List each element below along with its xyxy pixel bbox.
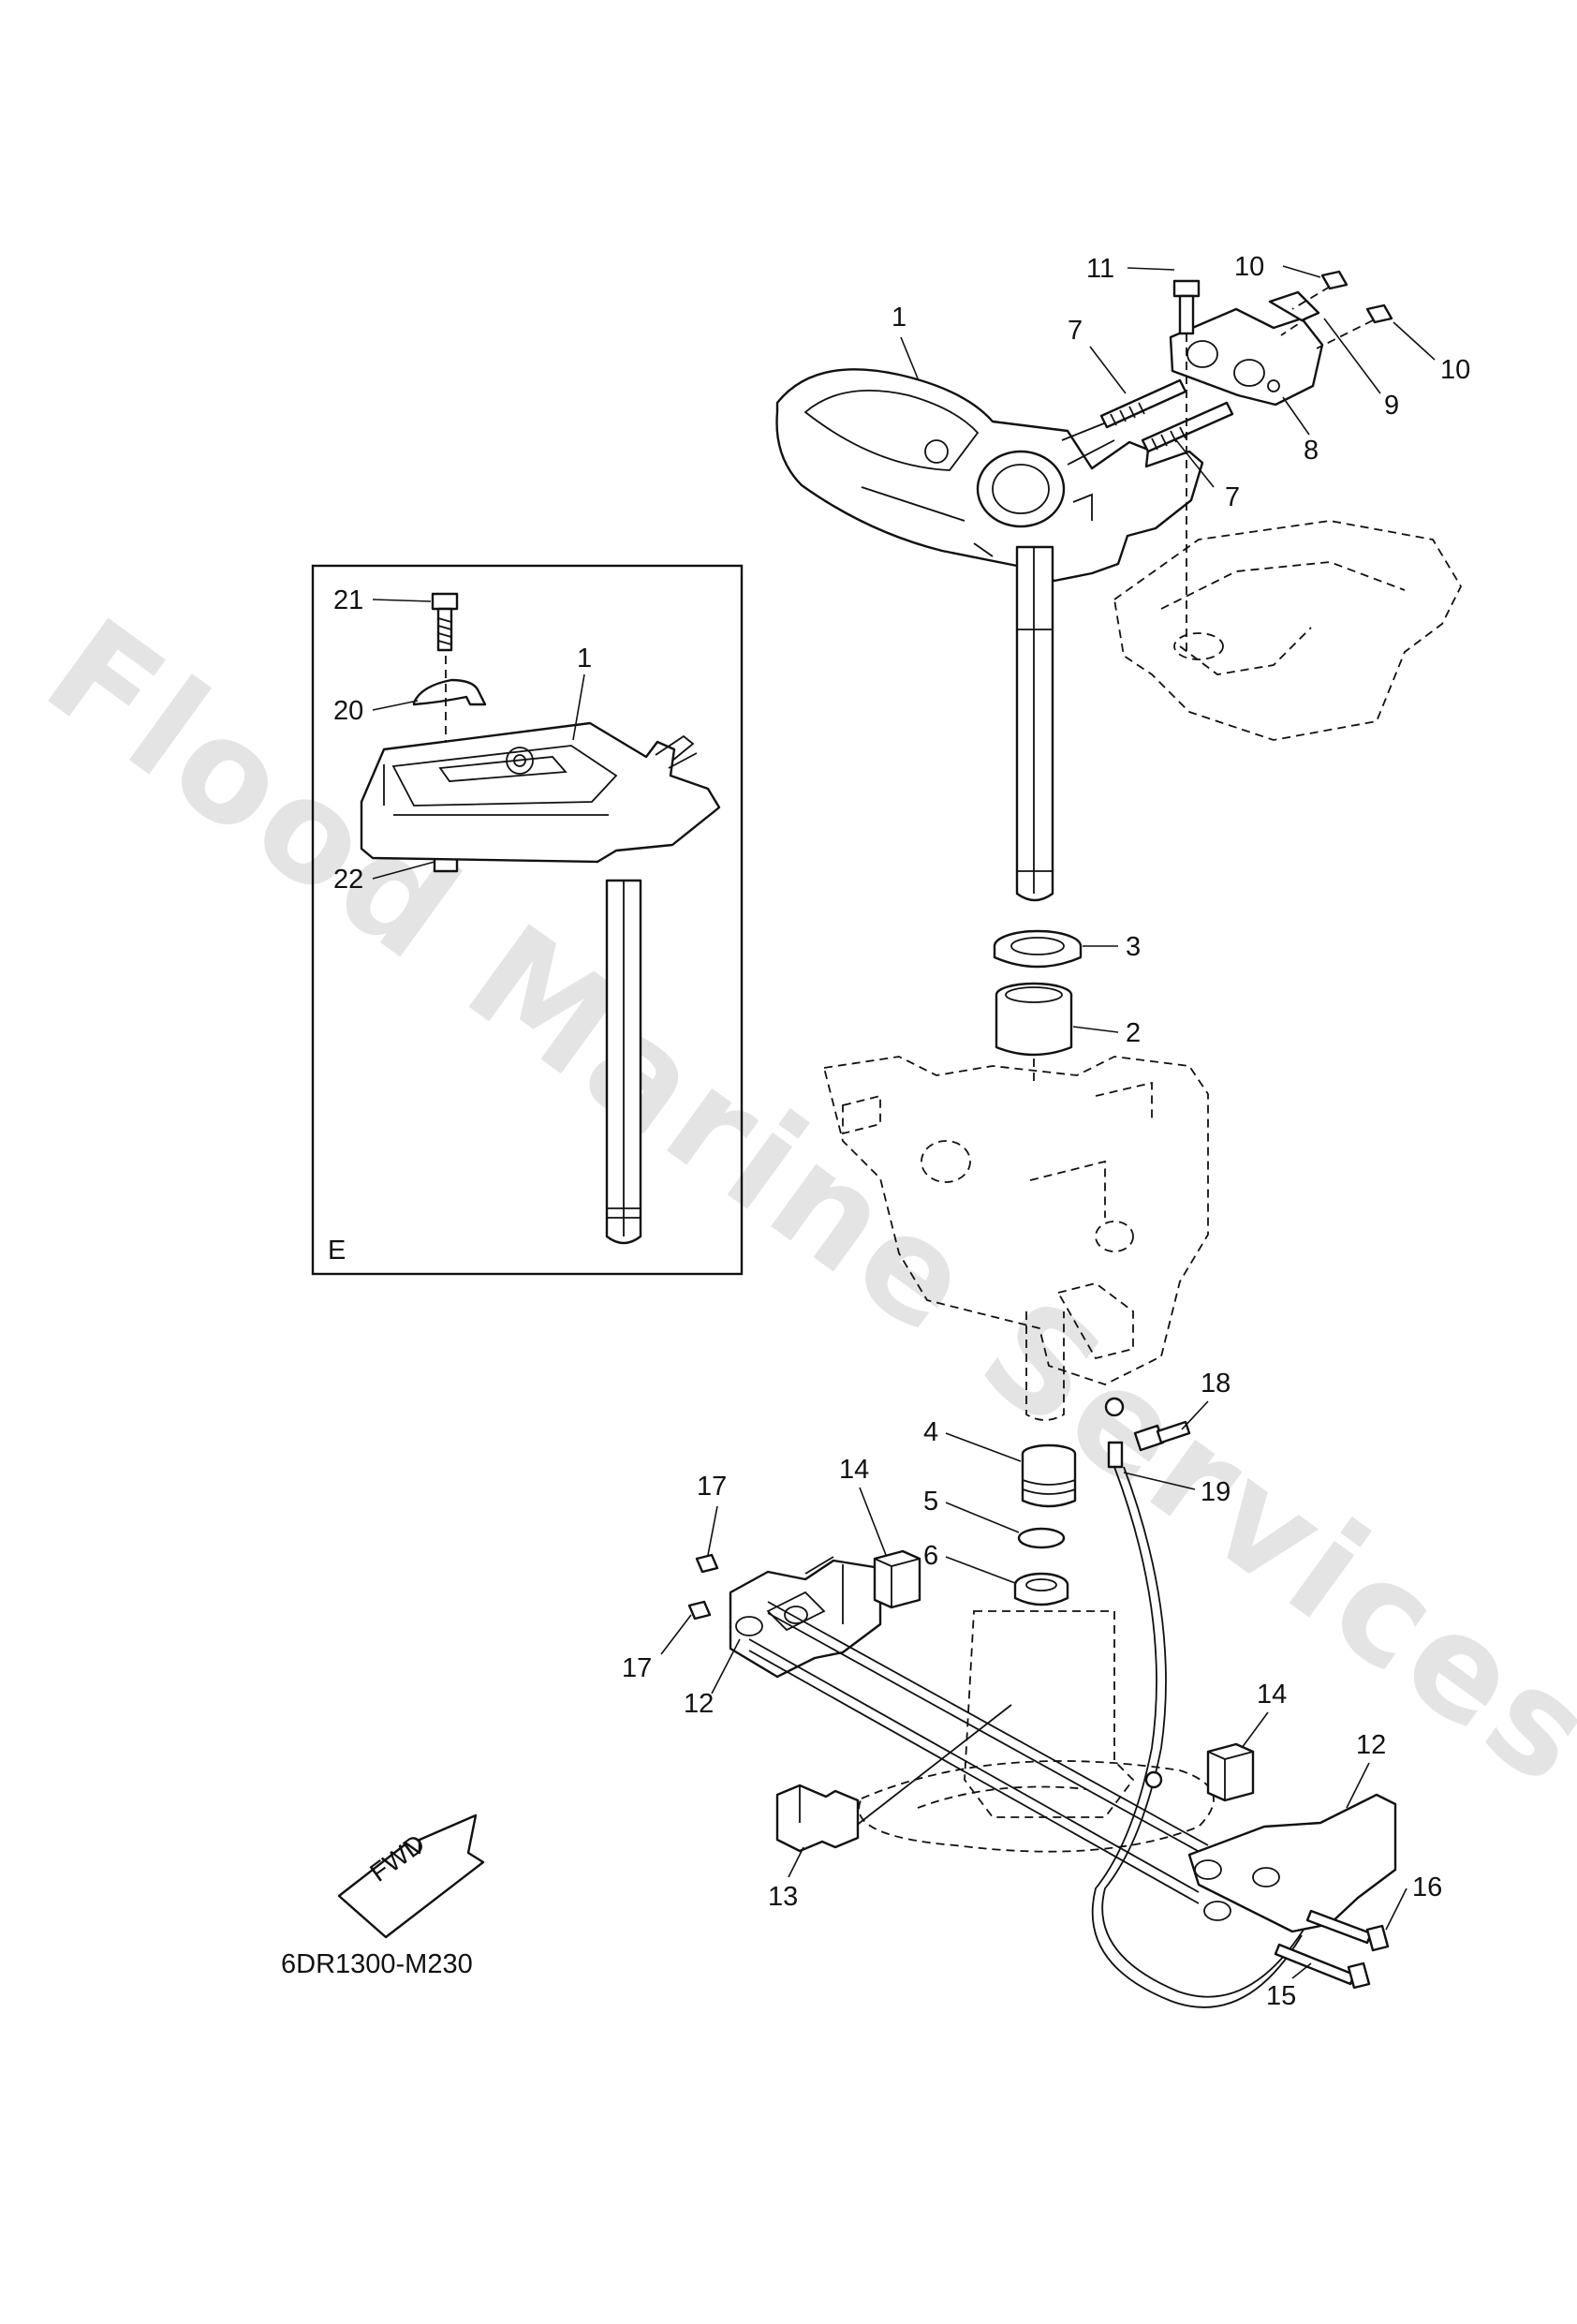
ground-lead-19	[1091, 1397, 1304, 2008]
callout-1: 1	[892, 303, 906, 333]
steering-bracket-inset	[360, 721, 721, 864]
plate-9	[1268, 290, 1320, 322]
callout-9: 9	[1384, 391, 1399, 421]
clamp-12-right	[1187, 1793, 1397, 1933]
callout-22: 22	[333, 865, 363, 895]
callout-4: 4	[923, 1417, 938, 1447]
plate-20	[412, 678, 487, 706]
callout-7-lower: 7	[1225, 482, 1240, 512]
callout-6: 6	[923, 1541, 938, 1571]
bushing-3	[993, 929, 1083, 969]
inset-label: E	[328, 1236, 346, 1266]
inset-e: E 21 20	[311, 564, 744, 1276]
drawing-code: 6DR1300-M230	[281, 1949, 473, 1979]
steering-bracket-main	[775, 368, 1204, 583]
stud-7-lower	[1141, 401, 1234, 453]
callout-11: 11	[1086, 254, 1114, 284]
callout-10-a: 10	[1234, 252, 1264, 282]
callout-7-upper: 7	[1068, 316, 1083, 346]
steering-shaft-main	[1015, 545, 1054, 902]
block-14-left	[873, 1549, 921, 1609]
tie-rod-lower	[748, 1638, 1200, 1904]
lower-casing-outline	[858, 1610, 1215, 1853]
callout-12-right: 12	[1356, 1730, 1386, 1760]
callout-20: 20	[333, 696, 363, 726]
nut-10-a	[1320, 270, 1349, 290]
callout-14-left: 14	[839, 1455, 869, 1485]
callout-15: 15	[1266, 1981, 1296, 2011]
callout-3: 3	[1126, 932, 1141, 962]
callout-2: 2	[1126, 1018, 1141, 1048]
bushing-2	[995, 982, 1073, 1057]
bolt-15	[1274, 1943, 1371, 1990]
callout-21: 21	[333, 585, 363, 615]
forward-arrow-icon: FWD	[337, 1813, 485, 1939]
nut-17-upper	[695, 1553, 719, 1574]
callout-17-upper: 17	[697, 1472, 727, 1502]
callout-1-inset: 1	[577, 644, 592, 674]
clip-13	[775, 1784, 860, 1853]
swivel-bracket-outline	[822, 1056, 1209, 1421]
callout-18: 18	[1201, 1369, 1231, 1399]
screw-18	[1133, 1420, 1191, 1452]
bolt-21	[431, 592, 459, 652]
callout-17-lower: 17	[622, 1653, 652, 1683]
clamp-12-left	[729, 1556, 882, 1679]
stud-7-upper	[1099, 378, 1187, 429]
callout-8: 8	[1304, 436, 1319, 466]
upper-casing-outline	[1113, 520, 1463, 741]
seal-6	[1013, 1572, 1069, 1606]
callout-12-left: 12	[684, 1689, 714, 1719]
callout-10-b: 10	[1440, 355, 1470, 385]
o-ring-5	[1017, 1527, 1066, 1549]
callout-14-right: 14	[1257, 1680, 1287, 1710]
nut-17-lower	[687, 1600, 712, 1621]
callout-16: 16	[1412, 1873, 1442, 1902]
bolt-11	[1172, 279, 1201, 335]
bolt-16	[1305, 1909, 1390, 1952]
callout-19: 19	[1201, 1477, 1231, 1507]
callout-13: 13	[768, 1882, 798, 1912]
block-14-right	[1206, 1742, 1255, 1802]
callout-5: 5	[923, 1487, 938, 1517]
steering-shaft-inset	[605, 879, 642, 1245]
damper-4	[1021, 1443, 1077, 1508]
nut-10-b	[1365, 303, 1393, 324]
